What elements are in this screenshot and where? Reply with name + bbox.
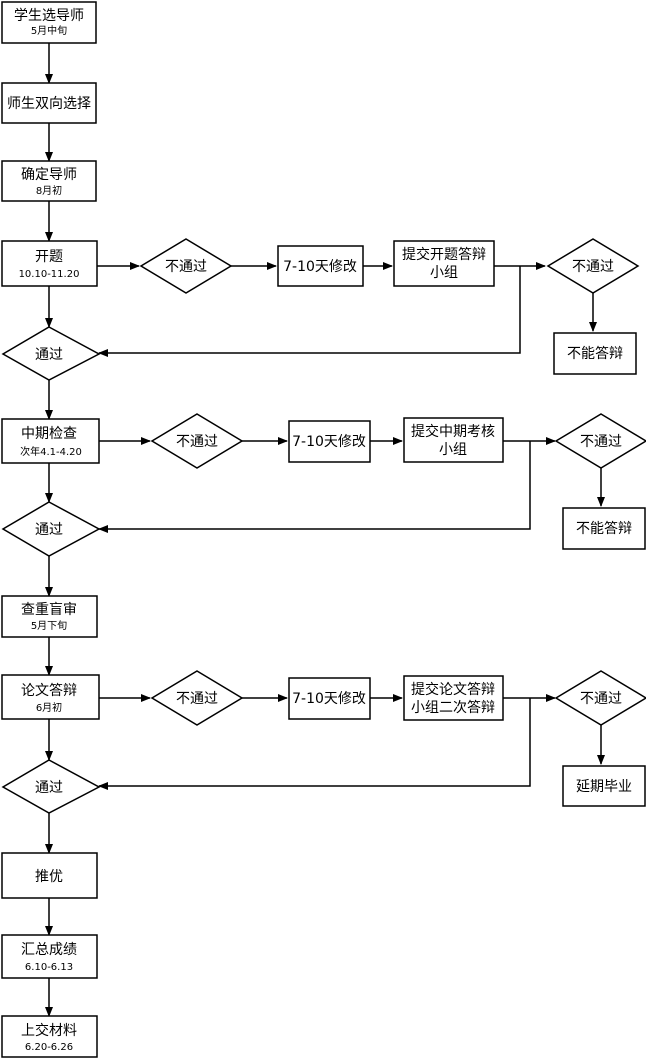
- node-date: 6.20-6.26: [25, 1042, 73, 1053]
- edge-submit-to-pass: [98, 266, 521, 357]
- node-label: 7-10天修改: [292, 434, 366, 450]
- node-defense-delay: 延期毕业: [562, 765, 646, 807]
- node-label: 不通过: [572, 259, 614, 275]
- node-midterm: 中期检查 次年4.1-4.20: [1, 418, 100, 464]
- node-label: 不能答辩: [567, 345, 623, 362]
- node-label-line1: 提交中期考核: [411, 423, 495, 440]
- node-label: 中期检查: [21, 426, 77, 442]
- node-midterm-pass: 通过: [1, 501, 101, 557]
- node-date: 10.10-11.20: [19, 269, 80, 280]
- node-defense-revise: 7-10天修改: [288, 677, 371, 720]
- node-proposal: 开题 10.10-11.20: [1, 240, 98, 287]
- node-label: 论文答辩: [21, 682, 77, 699]
- node-proposal-revise: 7-10天修改: [277, 245, 364, 287]
- edge-dsubmit-to-pass: [98, 698, 531, 790]
- node-date: 次年4.1-4.20: [20, 445, 82, 458]
- node-midterm-fail: 不通过: [150, 413, 244, 469]
- node-select-advisor: 学生选导师 5月中旬: [1, 1, 97, 44]
- node-defense-pass: 通过: [1, 759, 101, 814]
- node-label-line2: 小组: [430, 265, 458, 281]
- node-excellence: 推优: [1, 852, 98, 899]
- node-label: 通过: [35, 522, 63, 538]
- node-label: 确定导师: [21, 167, 77, 183]
- node-label-line2: 小组二次答辩: [411, 699, 495, 716]
- node-label: 7-10天修改: [292, 691, 366, 707]
- node-label: 不通过: [176, 434, 218, 450]
- node-proposal-fail: 不通过: [139, 238, 233, 294]
- edge-msubmit-to-pass: [98, 441, 531, 533]
- node-proposal-fail2: 不通过: [546, 238, 640, 294]
- node-label: 不通过: [580, 691, 622, 707]
- node-date: 6月初: [36, 701, 62, 714]
- node-label: 延期毕业: [576, 779, 632, 795]
- node-label-line1: 提交论文答辩: [411, 681, 495, 698]
- node-midterm-fail2: 不通过: [554, 413, 646, 469]
- node-defense-submit: 提交论文答辩 小组二次答辩: [403, 675, 504, 721]
- node-proposal-submit: 提交开题答辩 小组: [393, 240, 495, 287]
- node-midterm-submit: 提交中期考核 小组: [403, 417, 504, 463]
- node-label: 不能答辩: [576, 520, 632, 537]
- node-label-line1: 提交开题答辩: [402, 246, 486, 263]
- node-label: 通过: [35, 347, 63, 363]
- node-label: 开题: [35, 249, 63, 265]
- node-defense: 论文答辩 6月初: [1, 674, 100, 720]
- node-label: 不通过: [580, 434, 622, 450]
- node-label: 推优: [35, 869, 63, 885]
- node-label-line2: 小组: [439, 442, 467, 458]
- node-date: 5月下旬: [31, 619, 67, 632]
- node-label: 不通过: [176, 691, 218, 707]
- node-label: 上交材料: [21, 1022, 77, 1039]
- node-label: 不通过: [165, 259, 207, 275]
- node-label: 查重盲审: [21, 601, 77, 618]
- node-confirm-advisor: 确定导师 8月初: [1, 160, 97, 202]
- node-plagiarism: 查重盲审 5月下旬: [1, 595, 98, 638]
- node-defense-fail2: 不通过: [554, 670, 646, 726]
- node-label: 师生双向选择: [7, 96, 91, 112]
- node-proposal-no-defense: 不能答辩: [553, 332, 637, 375]
- node-submit-materials: 上交材料 6.20-6.26: [1, 1015, 98, 1058]
- node-midterm-no-defense: 不能答辩: [562, 507, 646, 550]
- edges: [45, 43, 605, 1017]
- node-label: 学生选导师: [14, 8, 84, 24]
- node-label: 汇总成绩: [21, 942, 77, 958]
- node-defense-fail: 不通过: [150, 670, 244, 726]
- node-date: 8月初: [36, 184, 62, 197]
- node-date: 6.10-6.13: [25, 962, 73, 973]
- node-label: 7-10天修改: [283, 259, 357, 275]
- node-summary: 汇总成绩 6.10-6.13: [1, 934, 98, 979]
- node-date: 5月中旬: [31, 24, 67, 37]
- node-mutual-selection: 师生双向选择: [1, 82, 97, 124]
- node-midterm-revise: 7-10天修改: [288, 420, 371, 463]
- node-label: 通过: [35, 780, 63, 796]
- node-proposal-pass: 通过: [1, 326, 101, 381]
